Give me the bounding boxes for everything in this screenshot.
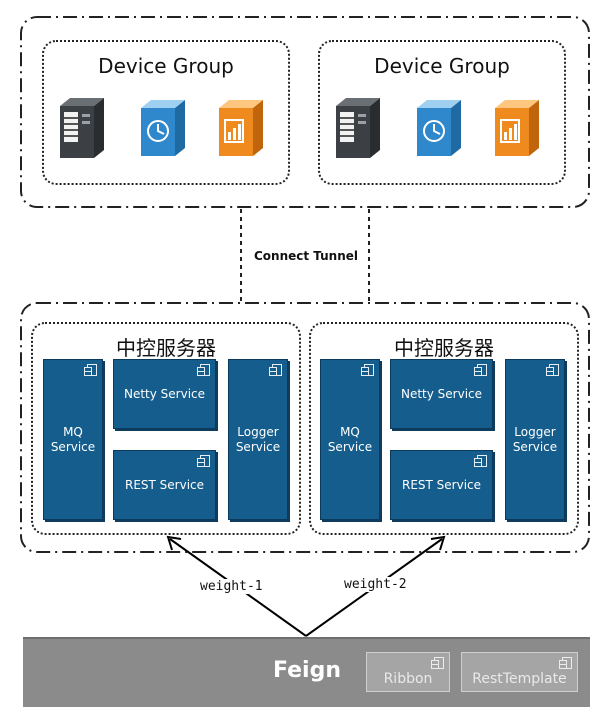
- rest-service: REST Service: [113, 450, 216, 520]
- control-server-2: 中控服务器: [309, 322, 579, 535]
- component-icon: [269, 364, 282, 376]
- server-title: 中控服务器: [116, 336, 216, 360]
- chart-cube-icon: [495, 100, 539, 156]
- weight-label-left: weight-1: [200, 579, 263, 594]
- netty-service: Netty Service: [113, 359, 216, 429]
- device-cluster-frame: [20, 16, 590, 208]
- control-server-1: 中控服务器: [31, 322, 301, 535]
- component-icon: [197, 455, 210, 467]
- component-icon: [84, 364, 97, 376]
- component-icon: [361, 364, 374, 376]
- mq-service-label: MQ Service: [327, 424, 373, 454]
- component-icon: [474, 364, 487, 376]
- logger-service-label: Logger Service: [512, 424, 558, 454]
- server-rack-icon: [336, 98, 380, 158]
- rest-template-label: RestTemplate: [472, 671, 567, 687]
- feign-label: Feign: [273, 658, 342, 683]
- component-icon: [431, 657, 444, 669]
- logger-service-label: Logger Service: [235, 424, 281, 454]
- arrowhead-left: [166, 535, 182, 551]
- server-title: 中控服务器: [394, 336, 494, 360]
- component-icon: [559, 657, 572, 669]
- rest-template-component: RestTemplate: [461, 652, 578, 692]
- device-group-2: Device Group: [318, 40, 566, 185]
- mq-service-label: MQ Service: [50, 424, 96, 454]
- logger-service: Logger Service: [505, 359, 565, 520]
- server-cluster-frame: [20, 302, 590, 553]
- server-rack-icon: [60, 98, 104, 158]
- component-icon: [197, 364, 210, 376]
- chart-cube-icon: [219, 100, 263, 156]
- device-group-1: Device Group: [42, 40, 290, 185]
- ribbon-component: Ribbon: [366, 652, 450, 692]
- rest-service: REST Service: [390, 450, 493, 520]
- netty-service-label: Netty Service: [400, 386, 483, 401]
- arrowhead-right: [430, 535, 446, 551]
- rest-service-label: REST Service: [124, 477, 205, 492]
- component-icon: [474, 455, 487, 467]
- connect-tunnel-label: Connect Tunnel: [246, 249, 366, 263]
- netty-service: Netty Service: [390, 359, 493, 429]
- component-icon: [546, 364, 559, 376]
- rest-service-label: REST Service: [401, 477, 482, 492]
- mq-service: MQ Service: [320, 359, 380, 520]
- logger-service: Logger Service: [228, 359, 288, 520]
- ribbon-label: Ribbon: [383, 671, 433, 687]
- mq-service: MQ Service: [43, 359, 103, 520]
- device-group-title: Device Group: [98, 54, 234, 78]
- clock-cube-icon: [417, 100, 461, 156]
- weight-label-right: weight-2: [344, 577, 407, 592]
- clock-cube-icon: [141, 100, 185, 156]
- device-group-title: Device Group: [374, 54, 510, 78]
- netty-service-label: Netty Service: [123, 386, 206, 401]
